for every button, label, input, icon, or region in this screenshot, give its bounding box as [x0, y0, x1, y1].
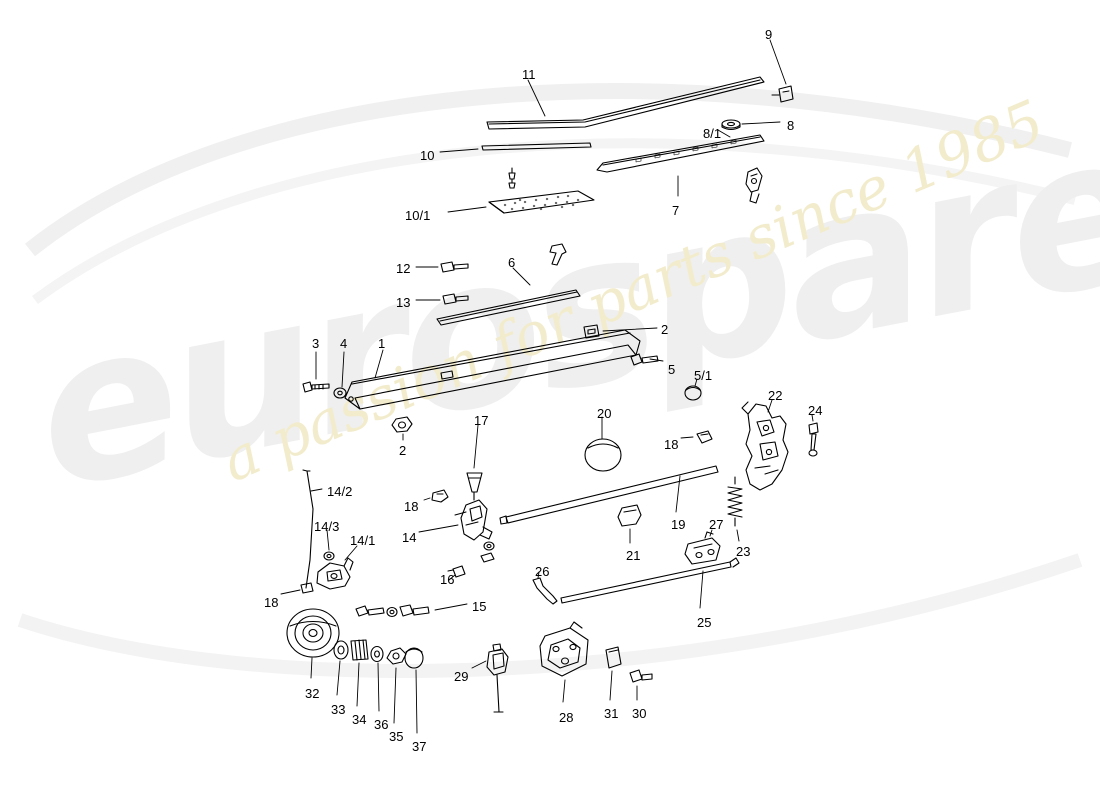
part-37-cap	[404, 647, 424, 669]
part-25-rod	[560, 557, 740, 604]
callout-2-lower: 2	[399, 443, 407, 458]
callout-15: 15	[472, 599, 487, 614]
callout-6: 6	[508, 255, 516, 270]
callout-17: 17	[474, 413, 489, 428]
callout-35: 35	[389, 729, 404, 744]
callout-4: 4	[340, 336, 348, 351]
part-22-latch	[741, 401, 789, 491]
part-4-washer	[333, 387, 347, 399]
part-6-clip	[549, 243, 567, 266]
callout-14-2: 14/2	[327, 484, 353, 499]
part-5-1-plug	[684, 385, 702, 401]
part-21-bushing	[617, 504, 642, 527]
part-33-washer	[333, 640, 349, 660]
part-14-1-bellcrank	[316, 557, 354, 590]
callout-37: 37	[412, 739, 427, 754]
part-29-actuator	[486, 643, 509, 713]
part-24-bolt	[808, 422, 819, 457]
part-32-pulley	[286, 608, 340, 658]
callout-24: 24	[808, 403, 823, 418]
part-30-bolt	[629, 669, 653, 683]
part-10-clips	[508, 167, 516, 189]
callout-8: 8	[787, 118, 795, 133]
part-10-rod	[481, 142, 592, 151]
callout-18-mid: 18	[404, 499, 419, 514]
part-9-end-clip	[771, 85, 794, 103]
callout-11: 11	[522, 67, 536, 82]
part-6-strip	[436, 289, 581, 326]
callout-18-left: 18	[264, 595, 279, 610]
part-20-cap	[584, 438, 622, 472]
callout-19: 19	[671, 517, 686, 532]
callout-28: 28	[559, 710, 574, 725]
callout-32: 32	[305, 686, 320, 701]
callout-21: 21	[626, 548, 641, 563]
part-12-bolt	[440, 261, 469, 273]
part-15-screws	[355, 604, 430, 618]
callout-27: 27	[709, 517, 724, 532]
part-5-screw	[630, 353, 659, 366]
callout-16: 16	[440, 572, 455, 587]
callout-10: 10	[420, 148, 435, 163]
callout-23: 23	[736, 544, 751, 559]
callout-13: 13	[396, 295, 411, 310]
part-18-clip-right	[696, 430, 713, 444]
callout-5: 5	[668, 362, 676, 377]
callout-1: 1	[378, 336, 386, 351]
callout-34: 34	[352, 712, 367, 727]
part-7-perforated-rail	[596, 134, 765, 173]
callout-31: 31	[604, 706, 619, 721]
part-26-link	[532, 577, 558, 605]
callout-18-right: 18	[664, 437, 679, 452]
callout-29: 29	[454, 669, 469, 684]
callout-36: 36	[374, 717, 389, 732]
callout-12: 12	[396, 261, 411, 276]
callout-14-3: 14/3	[314, 519, 340, 534]
part-19-rod	[499, 465, 719, 525]
callout-14-1: 14/1	[350, 533, 376, 548]
callout-30: 30	[632, 706, 647, 721]
part-8-1-bracket	[745, 167, 763, 204]
part-8-washer	[721, 119, 741, 131]
callout-2-upper: 2	[661, 322, 669, 337]
part-28-bracket	[539, 621, 589, 677]
part-2-nut	[391, 416, 413, 433]
part-14-3-collar	[323, 551, 335, 561]
part-31-spacer	[605, 646, 622, 669]
callout-25: 25	[697, 615, 712, 630]
part-18-clip-mid	[431, 489, 449, 503]
part-35-nut	[386, 647, 407, 665]
callout-22: 22	[768, 388, 783, 403]
callout-33: 33	[331, 702, 346, 717]
part-34-spacer	[350, 639, 369, 661]
callout-5-1: 5/1	[694, 368, 713, 383]
callout-3: 3	[312, 336, 320, 351]
part-27-bracket	[684, 531, 721, 565]
part-1-main-sill	[344, 329, 641, 410]
callout-9: 9	[765, 27, 773, 42]
callout-14: 14	[402, 530, 417, 545]
part-11-trim-strip	[486, 76, 765, 130]
callout-26: 26	[535, 564, 550, 579]
callout-7: 7	[672, 203, 680, 218]
part-2-clip-upper	[583, 324, 600, 339]
part-14-2-wire	[302, 469, 314, 589]
callout-10-1: 10/1	[405, 208, 431, 223]
part-14-lever	[454, 499, 495, 563]
part-36-washer	[370, 645, 384, 663]
part-17-cone	[466, 472, 483, 501]
part-3-screw	[302, 381, 330, 393]
part-13-bolt	[442, 293, 469, 305]
part-23-spring	[727, 476, 743, 527]
callout-8-1: 8/1	[703, 126, 722, 141]
callout-20: 20	[597, 406, 612, 421]
